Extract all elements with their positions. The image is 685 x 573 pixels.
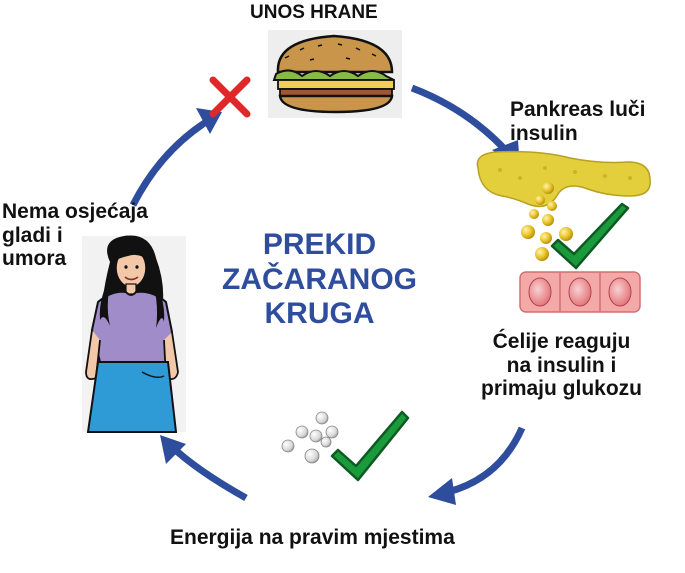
arrow-cells-to-energy xyxy=(428,426,526,505)
no-hunger-label-line: umora xyxy=(2,247,67,271)
glucose-dots-icon xyxy=(281,411,339,464)
sandwich-icon xyxy=(268,30,402,118)
insulin-droplets xyxy=(521,182,573,261)
cells-icon xyxy=(519,271,641,313)
center-title-line: ZAČARANOG xyxy=(222,262,417,296)
pancreas-label-line: Pankreas luči xyxy=(510,98,646,121)
cross-icon xyxy=(209,76,251,118)
pancreas-icon xyxy=(476,150,651,208)
arrow-woman-to-food xyxy=(129,108,222,207)
check-icon xyxy=(550,202,630,270)
cells-label: Ćelije reaguju na insulin i primaju gluk… xyxy=(481,330,642,401)
no-hunger-label-line: Nema osjećaja xyxy=(2,200,148,223)
no-hunger-label-line: gladi i xyxy=(2,223,63,247)
cells-label-line: primaju glukozu xyxy=(481,377,643,401)
check-icon xyxy=(330,410,410,482)
energy-label: Energija na pravim mjestima xyxy=(170,526,455,549)
pancreas-label: Pankreas luči insulin xyxy=(510,98,645,145)
no-hunger-label: Nema osjećaja gladi i umora xyxy=(2,200,148,271)
pancreas-label-line: insulin xyxy=(510,121,578,145)
cells-label-line: na insulin i xyxy=(506,353,617,377)
woman-icon xyxy=(82,235,186,433)
arrow-energy-to-woman xyxy=(160,435,248,502)
cells-label-line: Ćelije reaguju xyxy=(492,330,631,353)
food-intake-label: UNOS HRANE xyxy=(250,2,378,23)
center-title: PREKID ZAČARANOG KRUGA xyxy=(222,228,417,332)
center-title-line: PREKID xyxy=(262,228,377,261)
center-title-line: KRUGA xyxy=(264,297,375,330)
